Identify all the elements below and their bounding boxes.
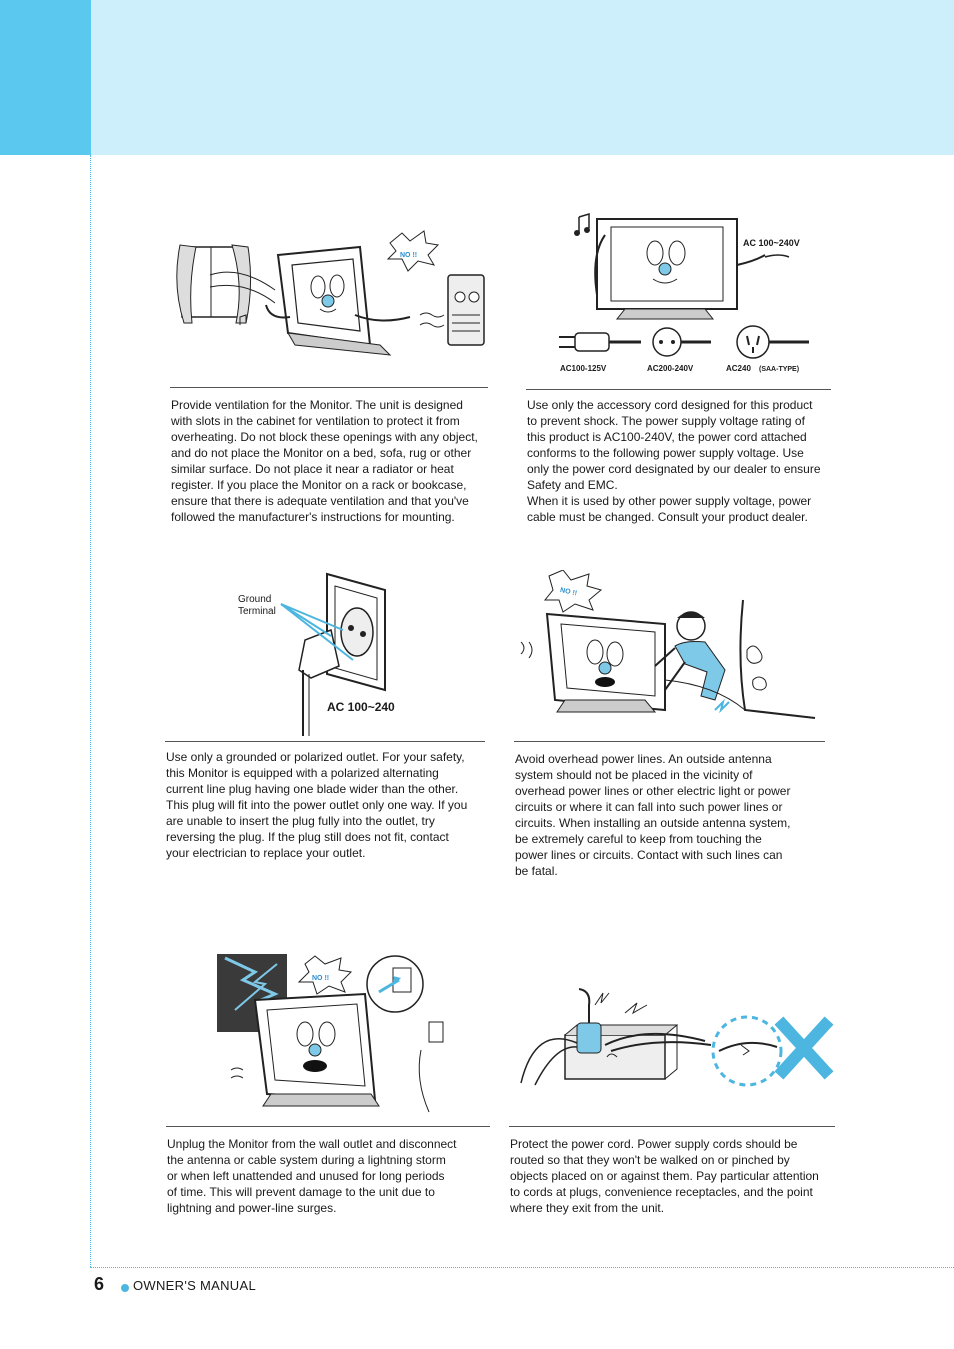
left-dotted-margin: [90, 155, 91, 1267]
voltage-label-outlet: AC 100~240V: [327, 700, 395, 714]
plug-note: (SAA-TYPE): [759, 366, 799, 373]
divider-1: [170, 387, 488, 388]
header-band: [91, 0, 954, 155]
cord-protection-illustration: [520, 988, 834, 1087]
cord-protection-text: Protect the power cord. Power supply cor…: [510, 1137, 819, 1215]
plug-label-2: AC200-240V: [647, 364, 694, 373]
no-callout: NO !!: [400, 252, 417, 259]
bottom-dotted-margin: [90, 1267, 954, 1268]
no-callout-3: NO !!: [312, 975, 329, 982]
plug-label-1: AC100-125V: [560, 364, 607, 373]
ventilation-text: Provide ventilation for the Monitor. The…: [171, 398, 478, 524]
divider-2: [526, 389, 831, 390]
bullet-icon: [121, 1284, 129, 1292]
divider-6: [509, 1126, 835, 1127]
power-lines-illustration: NO !!: [520, 570, 816, 719]
no-callout-2: NO !!: [559, 587, 577, 597]
ventilation-illustration: NO !!: [176, 230, 485, 356]
page-number: 6: [94, 1274, 105, 1294]
divider-4: [514, 741, 825, 742]
voltage-label-top: AC 100~240V: [743, 238, 800, 248]
plug-label-3: AC240: [726, 364, 751, 373]
grounded-outlet-illustration: Ground Terminal AC 100~240V: [238, 572, 395, 736]
power-cord-illustration: AC 100~240V AC100-125V AC200-240V AC240 …: [559, 212, 809, 373]
header-tab: [0, 0, 91, 155]
lightning-text: Unplug the Monitor from the wall outlet …: [167, 1137, 457, 1215]
divider-5: [166, 1126, 490, 1127]
power-lines-text: Avoid overhead power lines. An outside a…: [515, 752, 791, 878]
divider-3: [165, 741, 485, 742]
ground-label-line2: Terminal: [238, 606, 276, 617]
footer-label: OWNER'S MANUAL: [133, 1278, 256, 1293]
power-cord-text: Use only the accessory cord designed for…: [527, 398, 821, 524]
lightning-unplug-illustration: NO !!: [217, 954, 444, 1113]
grounded-outlet-text: Use only a grounded or polarized outlet.…: [166, 750, 468, 860]
ground-label-line1: Ground: [238, 594, 271, 605]
